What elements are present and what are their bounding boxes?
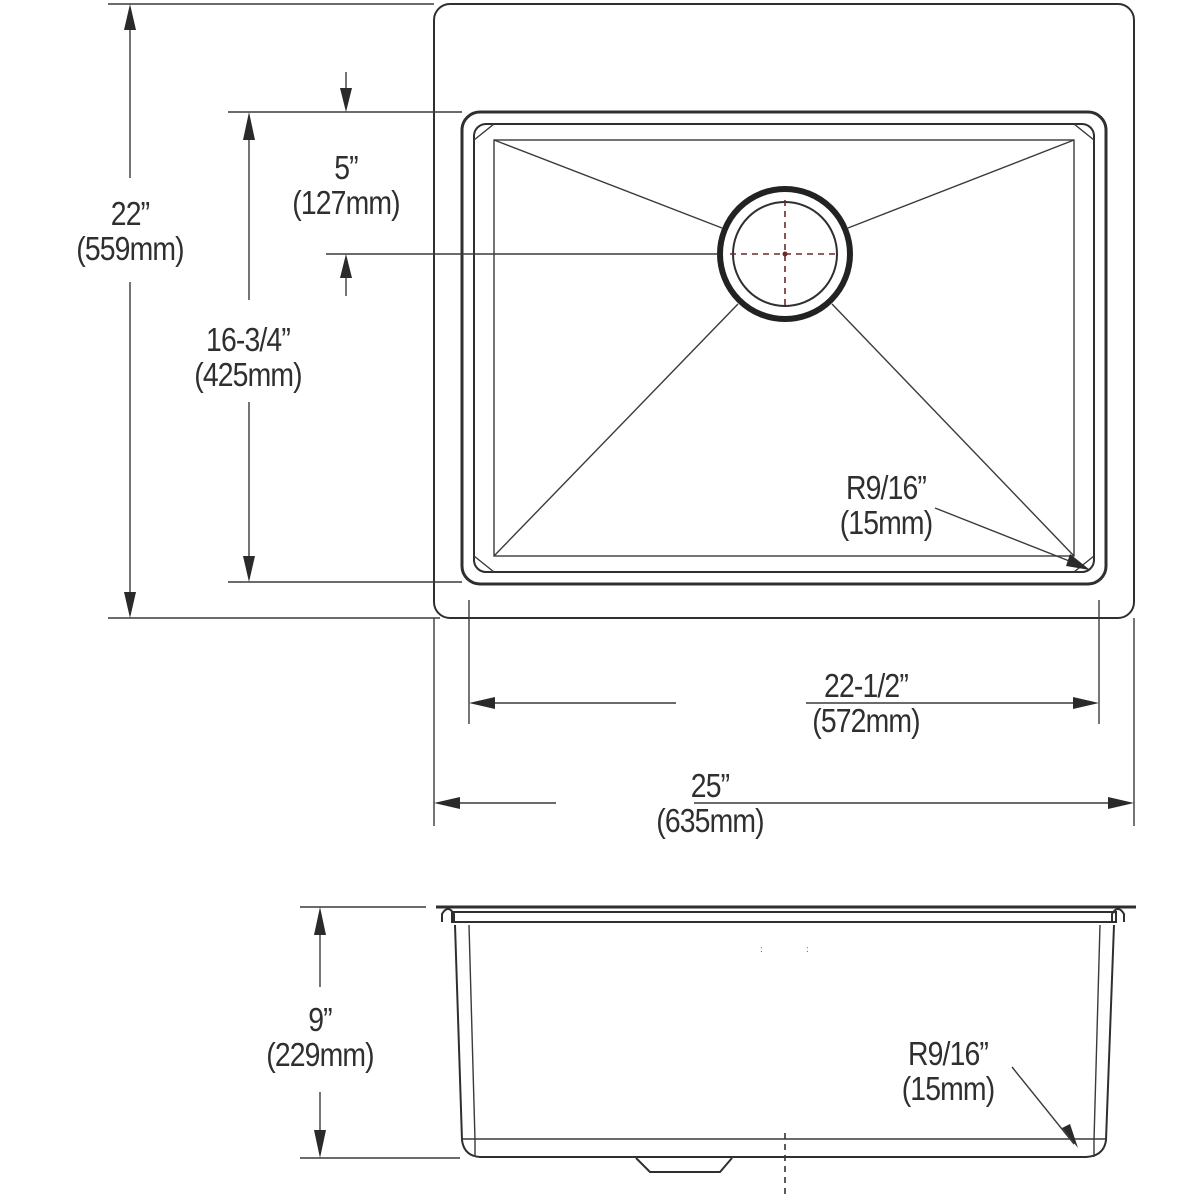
mounting-clip-left [441,908,455,922]
drain-icon [717,186,853,322]
bowl-depth-imperial: 16-3/4” [206,321,291,358]
overall-width-label: 25” (635mm) [639,768,780,838]
bowl-depth-label: 16-3/4” (425mm) [177,322,318,392]
top-view [108,3,1135,826]
bowl-rim [460,110,1108,586]
drain-flange [635,1157,733,1173]
corner-radius-top-label: R9/16” (15mm) [815,470,956,540]
bowl-height-metric: (229mm) [266,1036,374,1073]
overall-width-imperial: 25” [690,767,730,804]
bowl-height-label: 9” (229mm) [249,1002,390,1072]
svg-text::: : [760,944,763,955]
overall-width-metric: (635mm) [656,802,764,839]
overall-depth-label: 22” (559mm) [59,196,200,266]
bowl-width-metric: (572mm) [812,702,920,739]
bowl-profile [454,924,1115,1158]
bowl-width-imperial: 22-1/2” [824,667,909,704]
slope-lines [493,139,1075,557]
overall-depth-metric: (559mm) [76,230,184,267]
bowl-floor [493,139,1075,557]
svg-text::: : [806,944,809,955]
corner-radius-top-imperial: R9/16” [845,469,927,506]
side-view: : : [300,905,1136,1196]
bowl-inner [473,123,1095,573]
corner-radius-side-imperial: R9/16” [907,1035,989,1072]
sink-outline [433,3,1135,619]
corner-radius-top-metric: (15mm) [839,504,933,541]
corner-radius-side-label: R9/16” (15mm) [877,1036,1018,1106]
drain-offset-label: 5” (127mm) [275,150,416,220]
drain-offset-metric: (127mm) [292,184,400,221]
bowl-height-imperial: 9” [308,1001,332,1038]
drain-offset-imperial: 5” [334,149,358,186]
mounting-clip-right [1111,908,1125,922]
bowl-depth-metric: (425mm) [194,356,302,393]
overall-depth-imperial: 22” [110,195,150,232]
bowl-width-label: 22-1/2” (572mm) [795,668,936,738]
corner-radius-side-metric: (15mm) [901,1070,995,1107]
